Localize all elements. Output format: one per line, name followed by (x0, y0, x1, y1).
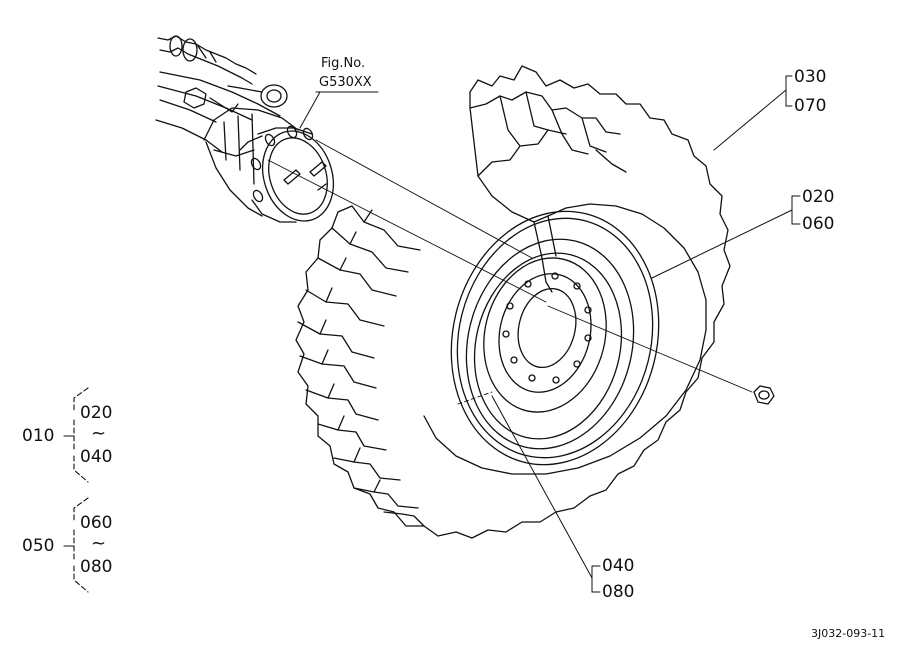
group-010-range-symbol: ~ (91, 423, 107, 444)
callout-rim-top[interactable]: 020 (802, 187, 835, 207)
group-010-to: 040 (80, 447, 113, 467)
rim (450, 210, 660, 466)
tire (295, 65, 731, 539)
group-brackets (63, 387, 89, 593)
callout-rim-bottom[interactable]: 060 (802, 214, 835, 234)
group-050-to: 080 (80, 557, 113, 577)
assembly-axis-line (267, 139, 753, 405)
callout-tire-top[interactable]: 030 (794, 67, 827, 87)
group-010-id[interactable]: 010 (22, 426, 55, 446)
callout-nut-top[interactable]: 040 (602, 556, 635, 576)
drawing-code: 3J032-093-11 (811, 627, 886, 640)
group-050-range-symbol: ~ (91, 533, 107, 554)
wheel-nut (753, 385, 775, 405)
group-050-from: 060 (80, 513, 113, 533)
axle-hub-assembly (155, 35, 334, 223)
callout-nut-bottom[interactable]: 080 (602, 582, 635, 602)
figure-ref-label: Fig.No. (321, 56, 366, 71)
group-050-id[interactable]: 050 (22, 536, 55, 556)
callout-tire-bottom[interactable]: 070 (794, 96, 827, 116)
group-010-from: 020 (80, 403, 113, 423)
figure-ref-code[interactable]: G530XX (319, 75, 372, 90)
callout-leaders (299, 75, 801, 593)
